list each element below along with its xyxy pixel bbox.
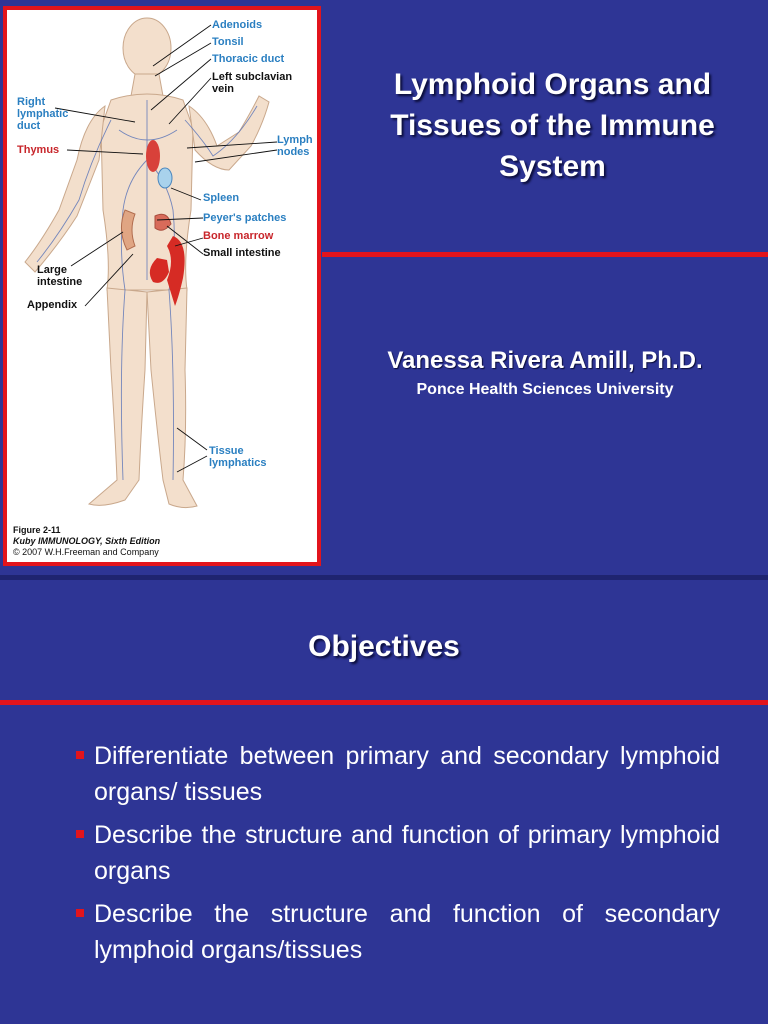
thymus-shape (146, 140, 160, 172)
author-name: Vanessa Rivera Amill, Ph.D. (387, 347, 703, 374)
label-lymph-nodes: Lymph nodes (277, 134, 313, 158)
label-large-intestine: Large intestine (37, 264, 83, 288)
bullet-square-icon (76, 909, 84, 917)
pelvis-marrow-left (149, 258, 169, 283)
objectives-list: Differentiate between primary and second… (76, 738, 720, 975)
lymphatic-system-figure: Adenoids Tonsil Thoracic duct Left subcl… (3, 6, 321, 566)
bullet-square-icon (76, 751, 84, 759)
list-item: Describe the structure and function of p… (76, 817, 720, 889)
spleen-shape (157, 167, 173, 189)
figure-number: Figure 2-11 (13, 525, 61, 535)
label-thoracic-duct: Thoracic duct (212, 53, 285, 65)
human-body-illustration (24, 17, 278, 509)
objective-text: Describe the structure and function of s… (94, 900, 720, 964)
label-small-intestine: Small intestine (203, 247, 281, 259)
list-item: Differentiate between primary and second… (76, 738, 720, 810)
slide-title: Lymphoid Organs and Tissues of the Immun… (390, 68, 715, 183)
label-adenoids: Adenoids (212, 19, 263, 31)
list-item: Describe the structure and function of s… (76, 896, 720, 968)
author-affiliation: Ponce Health Sciences University (416, 381, 674, 398)
title-slide: Adenoids Tonsil Thoracic duct Left subcl… (3, 6, 768, 566)
label-right-lymphatic-duct: Right lymphatic duct (17, 96, 69, 132)
label-tonsil: Tonsil (212, 36, 244, 48)
figure-copyright: © 2007 W.H.Freeman and Company (13, 547, 159, 557)
figure-caption: Figure 2-11 Kuby IMMUNOLOGY, Sixth Editi… (13, 525, 160, 558)
pelvis-marrow-right (167, 236, 185, 306)
label-spleen: Spleen (203, 192, 240, 204)
large-intestine-shape (121, 209, 136, 251)
label-tissue-lymphatics: Tissue lymphatics (209, 445, 267, 469)
label-left-subclavian-vein: Left subclavian vein (212, 71, 293, 95)
divider-line (322, 252, 768, 257)
slide-separator (0, 575, 768, 580)
divider-line (0, 700, 768, 705)
label-bone-marrow: Bone marrow (203, 230, 274, 242)
label-peyers-patches: Peyer's patches (203, 212, 287, 224)
label-appendix: Appendix (27, 299, 78, 311)
objectives-heading: Objectives (308, 630, 460, 663)
objectives-slide: Objectives Differentiate between primary… (0, 580, 768, 1024)
objective-text: Describe the structure and function of p… (94, 821, 720, 885)
objective-text: Differentiate between primary and second… (94, 742, 720, 806)
label-thymus: Thymus (17, 144, 60, 156)
bullet-square-icon (76, 830, 84, 838)
figure-source: Kuby IMMUNOLOGY, Sixth Edition (13, 536, 161, 546)
